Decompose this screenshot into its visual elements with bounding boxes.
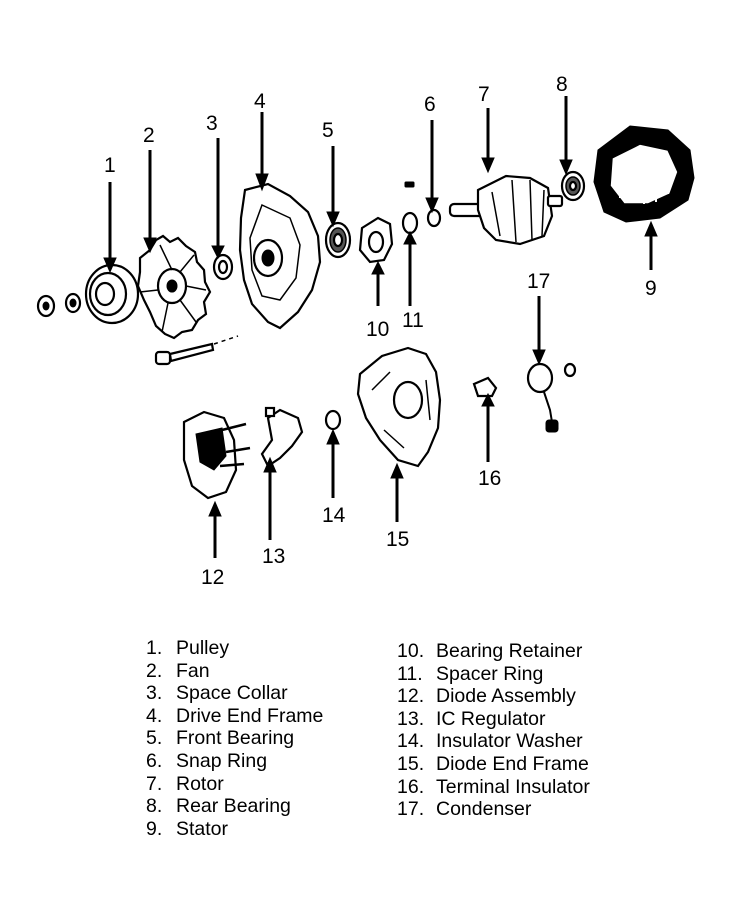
condenser-part [526, 362, 559, 433]
legend-item-fan: 2. Fan [146, 660, 323, 683]
callout-8: 8 [556, 73, 568, 96]
rotor-part [448, 174, 564, 246]
parts-legend-left: 1. Pulley 2. Fan 3. Space Collar 4. Drive En… [146, 637, 323, 840]
legend-num: 1. [146, 637, 163, 659]
diode-assembly-part [182, 410, 251, 500]
callout-12: 12 [201, 566, 224, 589]
legend-label: Pulley [176, 637, 230, 659]
legend-num: 14. [397, 730, 425, 753]
legend-num: 13. [397, 707, 425, 730]
legend-item-pulley: 1. Pulley [146, 637, 323, 660]
legend-item-stator: 9. Stator [146, 818, 323, 841]
legend-label: Stator [176, 817, 229, 840]
legend-item-terminal-insulator: 16. Terminal Insulator [397, 776, 590, 799]
legend-num: 16. [397, 775, 425, 798]
legend-item-insulator-washer: 14. Insulator Washer [397, 730, 590, 753]
parts-legend-right: 10. Bearing Retainer 11. Spacer Ring 12. Di… [397, 640, 590, 821]
front-bearing-part [324, 221, 352, 259]
legend-num: 11. [397, 662, 423, 685]
callout-16: 16 [478, 467, 501, 490]
legend-label: Diode Assembly [436, 685, 576, 708]
legend-item-spacer-ring: 11. Spacer Ring [397, 663, 590, 686]
callout-6: 6 [424, 93, 436, 116]
space-collar-part [212, 253, 234, 281]
legend-item-diode-assembly: 12. Diode Assembly [397, 685, 590, 708]
legend-item-rear-bearing: 8. Rear Bearing [146, 795, 323, 818]
legend-num: 9. [146, 817, 163, 840]
legend-label: Rear Bearing [176, 795, 291, 818]
legend-item-drive-end-frame: 4. Drive End Frame [146, 705, 323, 728]
insulator-washer-part [324, 409, 342, 431]
spacer-ring-part [401, 211, 419, 235]
snap-ring-part [426, 208, 442, 228]
legend-label: Front Bearing [176, 727, 295, 750]
leader-lines [103, 96, 658, 558]
legend-label: IC Regulator [436, 707, 546, 730]
callout-5: 5 [322, 119, 334, 142]
terminal-insulator-part [472, 376, 498, 398]
legend-num: 3. [146, 682, 163, 705]
legend-label: Drive End Frame [176, 704, 324, 727]
legend-num: 2. [146, 659, 163, 682]
legend-num: 8. [146, 795, 163, 818]
callout-17: 17 [527, 270, 550, 293]
legend-label: Space Collar [176, 682, 288, 705]
drive-end-frame-part [238, 182, 322, 330]
legend-num: 4. [146, 704, 163, 727]
legend-num: 12. [397, 685, 425, 708]
legend-num: 5. [146, 727, 163, 750]
legend-label: Diode End Frame [436, 752, 589, 775]
ic-regulator-part [260, 406, 304, 468]
legend-item-ic-regulator: 13. IC Regulator [397, 708, 590, 731]
pulley-nut-part [36, 294, 56, 318]
callout-9: 9 [645, 277, 657, 300]
legend-label: Spacer Ring [436, 662, 544, 685]
legend-label: Rotor [176, 772, 224, 795]
legend-item-front-bearing: 5. Front Bearing [146, 727, 323, 750]
legend-num: 7. [146, 772, 163, 795]
callout-15: 15 [386, 528, 409, 551]
legend-item-condenser: 17. Condenser [397, 798, 590, 821]
legend-num: 17. [397, 798, 425, 821]
legend-item-snap-ring: 6. Snap Ring [146, 750, 323, 773]
fan-part [136, 234, 212, 340]
callout-1: 1 [104, 154, 116, 177]
legend-label: Terminal Insulator [436, 775, 590, 798]
callout-2: 2 [143, 124, 155, 147]
legend-item-space-collar: 3. Space Collar [146, 682, 323, 705]
legend-num: 6. [146, 749, 163, 772]
legend-label: Bearing Retainer [436, 640, 583, 662]
legend-num: 15. [397, 752, 425, 775]
callout-11: 11 [402, 309, 424, 332]
legend-label: Snap Ring [176, 749, 268, 772]
key-part [404, 181, 415, 188]
callout-10: 10 [366, 318, 389, 341]
bearing-retainer-part [358, 216, 394, 264]
pulley-washer-part [64, 292, 82, 314]
through-bolt-part [154, 335, 239, 366]
callout-13: 13 [262, 545, 285, 568]
rear-bearing-part [560, 170, 586, 202]
callout-7: 7 [478, 83, 490, 106]
legend-item-bearing-retainer: 10. Bearing Retainer [397, 640, 590, 663]
callout-4: 4 [254, 90, 266, 113]
legend-label: Insulator Washer [436, 730, 583, 753]
diode-end-frame-part [356, 346, 442, 468]
callout-3: 3 [206, 112, 218, 135]
legend-label: Condenser [436, 798, 532, 821]
condenser-screw-part [563, 362, 577, 378]
pulley-part [84, 263, 140, 325]
stator-part [593, 125, 695, 223]
legend-label: Fan [176, 659, 210, 682]
legend-item-rotor: 7. Rotor [146, 773, 323, 796]
legend-num: 10. [397, 640, 425, 662]
callout-14: 14 [322, 504, 346, 527]
legend-item-diode-end-frame: 15. Diode End Frame [397, 753, 590, 776]
